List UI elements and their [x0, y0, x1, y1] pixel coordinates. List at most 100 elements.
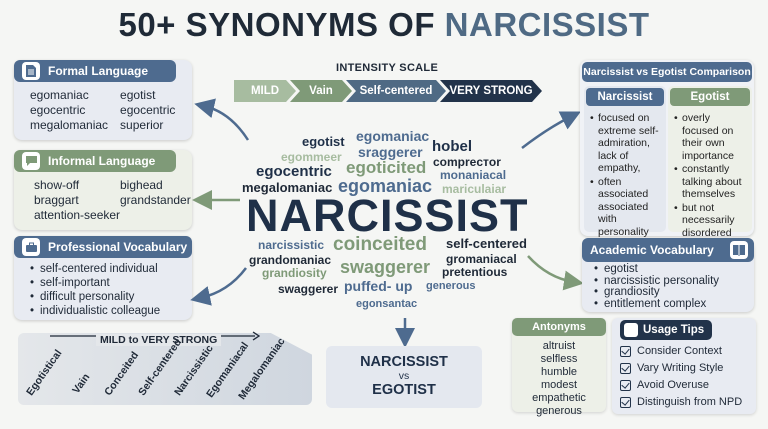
egotist-column: Egotist overly focused on their own impo… — [668, 86, 752, 239]
academic-item: egotist — [594, 263, 752, 276]
title-prefix: 50+ SYNONYMS OF — [118, 6, 435, 43]
cloud-word: grandomaniac — [249, 253, 332, 267]
egotist-heading: Egotist — [670, 88, 750, 106]
egotist-point: but not necessarily disordered — [674, 202, 748, 240]
formal-word: megalomaniac — [30, 118, 109, 132]
formal-language-words: egomaniac egotist egocentric egocentric … — [30, 88, 190, 133]
cloud-word: egonsantac — [356, 298, 418, 310]
antonym-word: modest — [540, 379, 578, 391]
cloud-word: egocentric — [256, 163, 332, 180]
scale-step-vain: Vain — [290, 80, 352, 102]
informal-word: attention-seeker — [34, 208, 121, 222]
checkbox-icon — [620, 379, 631, 391]
scale-step-mild: MILD — [234, 80, 296, 102]
intensity-scale-label: INTENSITY SCALE — [336, 62, 439, 74]
cloud-word: megalomaniac — [242, 180, 333, 195]
usage-tip-text: Vary Writing Style — [637, 362, 724, 374]
professional-vocabulary-list: self-centered individual self-important … — [30, 262, 190, 318]
informal-language-title: Informal Language — [48, 154, 156, 168]
cloud-word: egotist — [302, 134, 345, 149]
usage-tips-title: Usage Tips — [643, 324, 705, 336]
narcissist-heading: Narcissist — [586, 88, 664, 106]
arrow-icon — [521, 111, 581, 149]
egotist-point: overly focused on their own importance — [674, 112, 748, 162]
formal-word: egomaniac — [30, 88, 89, 102]
academic-vocabulary-title: Academic Vocabulary — [590, 243, 714, 257]
informal-word: grandstander — [120, 193, 191, 207]
briefcase-icon — [22, 238, 40, 256]
cloud-word: egomaniac — [356, 128, 430, 144]
usage-tip: Vary Writing Style — [620, 362, 723, 374]
usage-tips-card: Usage Tips Consider Context Vary Writing… — [612, 318, 756, 414]
versus-b: EGOTIST — [372, 382, 436, 398]
academic-item: grandiosity — [594, 286, 752, 299]
versus-box: NARCISSIST vs EGOTIST — [326, 346, 482, 408]
checklist-icon — [624, 323, 638, 337]
formal-word: egocentric — [30, 103, 86, 117]
cloud-word: egomaniac — [338, 176, 433, 196]
narcissist-column: Narcissist focused on extreme self-admir… — [584, 86, 666, 250]
cloud-word: compreстor — [433, 155, 501, 169]
document-icon — [22, 62, 40, 80]
cloud-word: generous — [426, 280, 476, 292]
academic-item: entitlement complex — [594, 298, 752, 311]
cloud-word: egommeer — [281, 150, 342, 164]
professional-item: self-important — [30, 276, 190, 290]
cloud-word: mariculaiar — [442, 182, 507, 196]
cloud-word: hobel — [432, 138, 472, 155]
title-accent: NARCISSIST — [444, 6, 650, 43]
center-word: NARCISSIST — [246, 190, 529, 241]
narcissist-point: focused on extreme self-admiration, lack… — [590, 112, 662, 175]
cloud-word: grandiosity — [262, 266, 327, 280]
arrow-icon — [527, 255, 584, 291]
checkbox-icon — [620, 362, 631, 374]
arrow-icon — [194, 98, 250, 141]
usage-tip-text: Avoid Overuse — [637, 379, 709, 391]
egotist-point: constantly talking about themselves — [674, 163, 748, 201]
academic-vocabulary-header: Academic Vocabulary — [582, 238, 754, 262]
checkbox-icon — [620, 396, 631, 408]
informal-word: show-off — [34, 178, 80, 192]
antonym-word: empathetic — [532, 392, 586, 404]
scale-step-self-centered: Self-centered — [346, 80, 446, 102]
speech-bubble-icon — [22, 152, 40, 170]
formal-word: egotist — [120, 88, 156, 102]
cloud-word: narcissistic — [258, 238, 325, 252]
professional-item: self-centered individual — [30, 262, 190, 276]
antonym-word: altruist — [542, 340, 576, 352]
professional-item: difficult personality — [30, 290, 190, 304]
cloud-word: egoticited — [346, 158, 427, 177]
cloud-word: self-centered — [446, 236, 527, 251]
antonym-word: humble — [540, 366, 578, 378]
cloud-word: sraggerer — [358, 144, 423, 160]
cloud-word: swaggerer — [340, 257, 431, 277]
usage-tip: Distinguish from NPD — [620, 396, 742, 408]
page-title: 50+ SYNONYMS OF NARCISSIST — [0, 6, 768, 44]
formal-language-header: Formal Language — [14, 60, 176, 82]
professional-vocabulary-title: Professional Vocabulary — [48, 240, 188, 254]
usage-tip-text: Consider Context — [637, 345, 722, 357]
informal-word: bighead — [120, 178, 163, 192]
antonyms-heading: Antonyms — [512, 318, 606, 336]
informal-language-header: Informal Language — [14, 150, 176, 172]
cloud-word: puffed- up — [344, 278, 413, 294]
usage-tips-header: Usage Tips — [620, 320, 713, 340]
informal-language-words: show-off bighead braggart grandstander a… — [34, 178, 194, 223]
intensity-scale: MILD Vain Self-centered VERY STRONG — [234, 80, 536, 102]
arrow-icon — [190, 267, 247, 306]
cloud-word: coinceited — [333, 234, 427, 255]
cloud-word: monaniacal — [440, 168, 507, 182]
versus-vs: vs — [398, 370, 410, 382]
cloud-word: gromaniacal — [446, 252, 517, 266]
formal-word: egocentric — [120, 103, 176, 117]
comparison-title: Narcissist vs Egotist Comparison — [582, 62, 752, 82]
mild-to-strong-label: MILD to VERY STRONG — [96, 334, 222, 346]
scale-step-very-strong: VERY STRONG — [440, 80, 542, 102]
antonym-word: generous — [536, 405, 582, 417]
cloud-word: pretentious — [442, 265, 508, 279]
formal-language-title: Formal Language — [48, 64, 149, 78]
academic-vocabulary-list: egotist narcissistic personality grandio… — [594, 263, 752, 311]
professional-item: individualistic colleague — [30, 304, 190, 318]
versus-a: NARCISSIST — [360, 354, 448, 370]
